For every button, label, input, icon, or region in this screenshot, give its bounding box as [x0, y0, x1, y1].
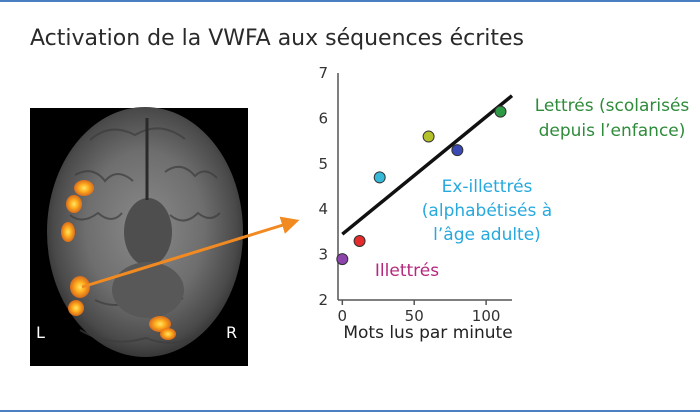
annotation-letters: Lettrés (scolarisés depuis l’enfance)	[535, 96, 690, 141]
x-tick-label: 100	[472, 307, 501, 325]
cerebellum	[112, 262, 184, 318]
x-axis-label: Mots lus par minute	[343, 323, 512, 343]
annotation-letters-line2: depuis l’enfance)	[539, 121, 686, 141]
pointer-arrow	[81, 216, 300, 289]
annotation-illiterate: Illettrés	[375, 261, 439, 281]
data-point	[422, 130, 435, 143]
annotation-exilliterate-line1: Ex-illettrés	[442, 177, 533, 197]
annotation-exilliterate-line3: l’âge adulte)	[433, 225, 541, 245]
y-tick-label: 2	[318, 291, 328, 309]
activation-blobs	[61, 180, 176, 340]
data-point	[451, 144, 464, 157]
scatter-chart: 2 3 4 5 6 7 0 50 100 Mots lus par minute	[318, 64, 514, 343]
brain-right-label: R	[226, 323, 237, 342]
data-point	[336, 253, 349, 266]
x-tick-label: 50	[405, 307, 424, 325]
figure-title: Activation de la VWFA aux séquences écri…	[30, 26, 525, 51]
data-point	[373, 171, 386, 184]
annotation-exilliterate-line2: (alphabétisés à	[422, 201, 552, 221]
y-tick-label: 7	[318, 64, 328, 82]
trend-line	[341, 94, 514, 236]
data-point	[353, 234, 366, 247]
annotation-exilliterate: Ex-illettrés (alphabétisés à l’âge adult…	[422, 177, 552, 245]
y-tick-label: 4	[318, 200, 328, 218]
y-tick-label: 5	[318, 155, 328, 173]
y-tick-label: 6	[318, 109, 328, 127]
midbrain	[124, 198, 172, 266]
annotation-illiterate-line1: Illettrés	[375, 261, 439, 281]
x-tick-label: 0	[338, 307, 348, 325]
y-tick-label: 3	[318, 246, 328, 264]
brain-left-label: L	[36, 323, 45, 342]
annotation-letters-line1: Lettrés (scolarisés	[535, 96, 690, 116]
data-point	[494, 105, 507, 118]
brain-image: L R	[30, 107, 248, 366]
